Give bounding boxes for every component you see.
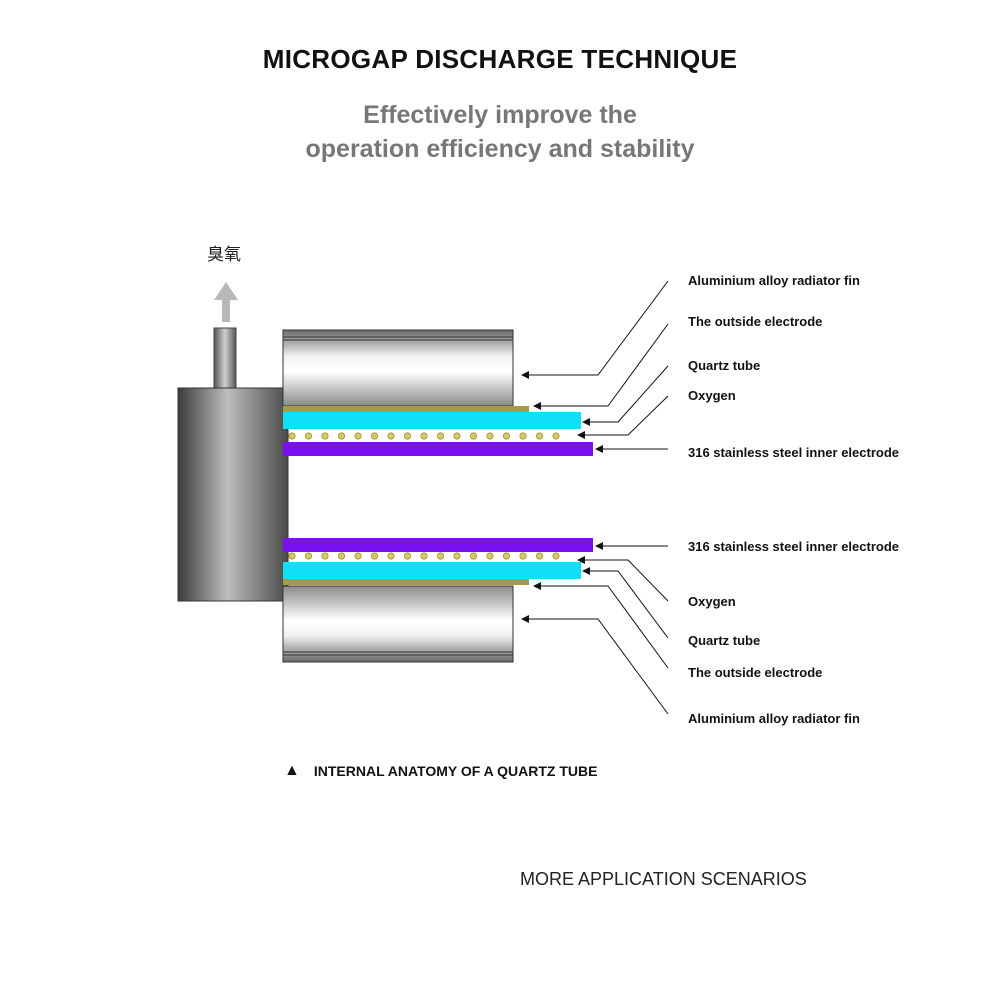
label-bottom-oxygen: Oxygen (688, 594, 736, 609)
leader-bottom-oxygen (577, 556, 669, 602)
quartz-tube-top (283, 412, 581, 429)
end-cap (177, 387, 289, 602)
subtitle: Effectively improve the operation effici… (0, 98, 1000, 166)
oxygen-dot (321, 552, 329, 560)
oxygen-dot (288, 552, 296, 560)
oxygen-dot (337, 552, 345, 560)
label-bottom-inner: 316 stainless steel inner electrode (688, 539, 899, 554)
label-top-oxygen: Oxygen (688, 388, 736, 403)
oxygen-dot (552, 432, 560, 440)
radiator-fin-bottom (282, 585, 514, 663)
oxygen-dot (552, 552, 560, 560)
oxygen-dot (354, 552, 362, 560)
ozone-arrow-icon (214, 282, 238, 322)
oxygen-dot (469, 552, 477, 560)
inner-electrode-top (283, 442, 593, 456)
leader-top-oxygen (577, 395, 669, 439)
subtitle-line-2: operation efficiency and stability (305, 135, 695, 163)
radiator-fin-top (282, 329, 514, 407)
oxygen-dot (469, 432, 477, 440)
leader-top-quartz (582, 365, 669, 426)
ozone-label: 臭氧 (207, 245, 241, 265)
oxygen-dot (387, 432, 395, 440)
oxygen-dot (436, 432, 444, 440)
oxygen-dot (321, 432, 329, 440)
oxygen-dot (519, 432, 527, 440)
oxygen-dot (453, 552, 461, 560)
label-bottom-quartz: Quartz tube (688, 633, 760, 648)
oxygen-dot (486, 552, 494, 560)
subtitle-line-1: Effectively improve the (363, 101, 637, 129)
outside-electrode-bottom (283, 579, 529, 585)
caption-text: INTERNAL ANATOMY OF A QUARTZ TUBE (313, 763, 598, 779)
label-top-fin: Aluminium alloy radiator fin (688, 273, 860, 288)
oxygen-dot (304, 552, 312, 560)
label-bottom-outside-electrode: The outside electrode (688, 665, 822, 680)
outlet-nozzle (213, 327, 237, 391)
oxygen-dot (337, 432, 345, 440)
oxygen-dot (420, 552, 428, 560)
oxygen-layer-top (288, 432, 560, 440)
outside-electrode-top (283, 406, 529, 412)
oxygen-dot (436, 552, 444, 560)
leader-bottom-fin (521, 615, 669, 715)
oxygen-dot (535, 552, 543, 560)
leader-bottom-outside-electrode (533, 582, 669, 669)
oxygen-dot (370, 552, 378, 560)
label-bottom-fin: Aluminium alloy radiator fin (688, 711, 860, 726)
leader-top-fin (521, 280, 669, 379)
figure-caption: ▲ INTERNAL ANATOMY OF A QUARTZ TUBE (284, 762, 598, 780)
inner-electrode-bottom (283, 538, 593, 552)
oxygen-dot (502, 552, 510, 560)
oxygen-dot (403, 432, 411, 440)
label-top-inner: 316 stainless steel inner electrode (688, 445, 899, 460)
oxygen-dot (453, 432, 461, 440)
triangle-up-icon: ▲ (284, 762, 300, 779)
more-application-scenarios-link[interactable]: MORE APPLICATION SCENARIOS (520, 869, 807, 889)
oxygen-dot (304, 432, 312, 440)
label-top-quartz: Quartz tube (688, 358, 760, 373)
oxygen-dot (370, 432, 378, 440)
oxygen-dot (354, 432, 362, 440)
oxygen-dot (535, 432, 543, 440)
oxygen-dot (519, 552, 527, 560)
oxygen-dot (420, 432, 428, 440)
oxygen-layer-bottom (288, 552, 560, 560)
page-title: MICROGAP DISCHARGE TECHNIQUE (262, 44, 738, 74)
label-top-outside-electrode: The outside electrode (688, 314, 822, 329)
leader-top-outside-electrode (533, 323, 669, 410)
quartz-tube-bottom (283, 562, 581, 579)
oxygen-dot (387, 552, 395, 560)
leader-bottom-quartz (582, 567, 669, 639)
oxygen-dot (502, 432, 510, 440)
oxygen-dot (486, 432, 494, 440)
oxygen-dot (288, 432, 296, 440)
oxygen-dot (403, 552, 411, 560)
